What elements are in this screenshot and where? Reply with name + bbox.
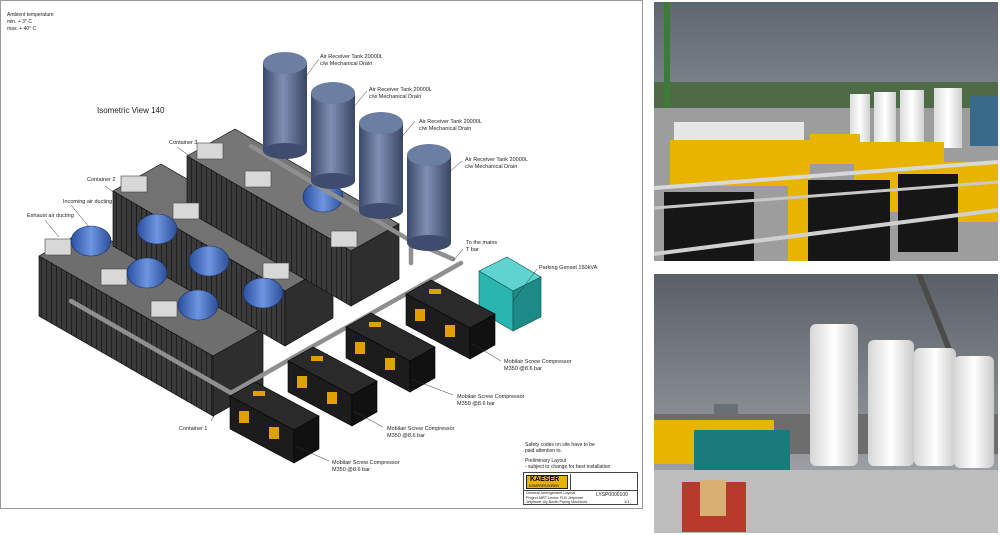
title-desc-2: Project MRT Lentor FLB Jetpinner	[526, 495, 584, 500]
genset-label: Parking Genset 150kVA	[539, 265, 598, 271]
ambient-max: max. + 40° C	[7, 26, 37, 32]
ambient-title: Ambient temperature	[7, 12, 54, 18]
sheet-number: 1/1	[624, 499, 630, 504]
safety-note-line2: paid attention to.	[525, 448, 562, 454]
compressor-4	[405, 279, 496, 360]
container3-label: Container 3	[169, 140, 198, 146]
to-mains-label: To the mains	[466, 240, 498, 246]
title-block: KAESER KOMPRESSOREN General Arrangement …	[523, 472, 638, 505]
container2-label: Container 2	[87, 177, 116, 183]
compressor4-label: Mobilair Screw Compressor	[504, 359, 572, 365]
incoming-duct-label: Incoming air ducting	[63, 199, 113, 205]
drawing-number: LYSP0000100	[596, 492, 628, 498]
title-desc-1: General Arrangement Layout	[526, 491, 575, 495]
compressor1-sublabel: M350 @8.6 bar	[332, 467, 370, 473]
air-receiver-tank-4	[407, 144, 451, 251]
air-receiver-tanks	[263, 52, 451, 251]
container-1	[38, 227, 264, 417]
compressor-2	[287, 346, 378, 427]
site-photo-top	[654, 2, 998, 261]
prelim-note-line2: - subject to change for best installatio…	[525, 464, 611, 470]
compressor-3	[345, 312, 436, 393]
tank1-sublabel: c/w Mechanical Drain	[320, 61, 373, 67]
t-bar-label: T bar	[466, 247, 479, 253]
air-receiver-tank-1	[263, 52, 307, 159]
kaeser-logo: KAESER KOMPRESSOREN	[526, 475, 568, 489]
safety-note-line1: Safety codes on site have to be	[525, 442, 595, 448]
tank1-label: Air Receiver Tank 20000L	[320, 54, 383, 60]
tank2-sublabel: c/w Mechanical Drain	[369, 94, 422, 100]
ambient-min: min. + 3° C	[7, 19, 32, 25]
air-receiver-tank-3	[359, 112, 403, 219]
tank4-label: Air Receiver Tank 20000L	[465, 157, 528, 163]
isometric-drawing	[38, 52, 542, 464]
tank3-label: Air Receiver Tank 20000L	[419, 119, 482, 125]
mobilair-compressors	[229, 279, 496, 464]
container1-label: Container 1	[179, 426, 208, 432]
compressor4-sublabel: M350 @8.6 bar	[504, 366, 542, 372]
compressor2-label: Mobilair Screw Compressor	[387, 426, 455, 432]
container-3	[186, 128, 400, 307]
compressor3-label: Mobilair Screw Compressor	[457, 394, 525, 400]
site-photo-bottom-image	[654, 274, 998, 533]
container-equipment	[44, 142, 358, 318]
tank4-sublabel: c/w Mechanical Drain	[465, 164, 518, 170]
prelim-note-line1: Preliminary Layout	[525, 458, 567, 464]
leader-lines	[44, 58, 538, 462]
compressor2-sublabel: M350 @8.6 bar	[387, 433, 425, 439]
tank3-sublabel: c/w Mechanical Drain	[419, 126, 472, 132]
tank2-label: Air Receiver Tank 20000L	[369, 87, 432, 93]
compressor1-label: Mobilair Screw Compressor	[332, 460, 400, 466]
exhaust-duct-label: Exhaust air ducting	[27, 213, 74, 219]
compressor-1	[229, 381, 320, 464]
compressor3-sublabel: M350 @8.6 bar	[457, 401, 495, 407]
site-photo-bottom	[654, 274, 998, 533]
parking-genset	[478, 256, 542, 332]
layout-drawing: Ambient temperature min. + 3° C max. + 4…	[0, 0, 643, 509]
air-receiver-tank-2	[311, 82, 355, 189]
site-photo-top-image	[654, 2, 998, 261]
title-desc-3: Jetpinner Ug Booth Piping Machines	[526, 500, 588, 504]
view-title: Isometric View 140	[97, 106, 165, 115]
blue-ducting	[70, 181, 344, 321]
